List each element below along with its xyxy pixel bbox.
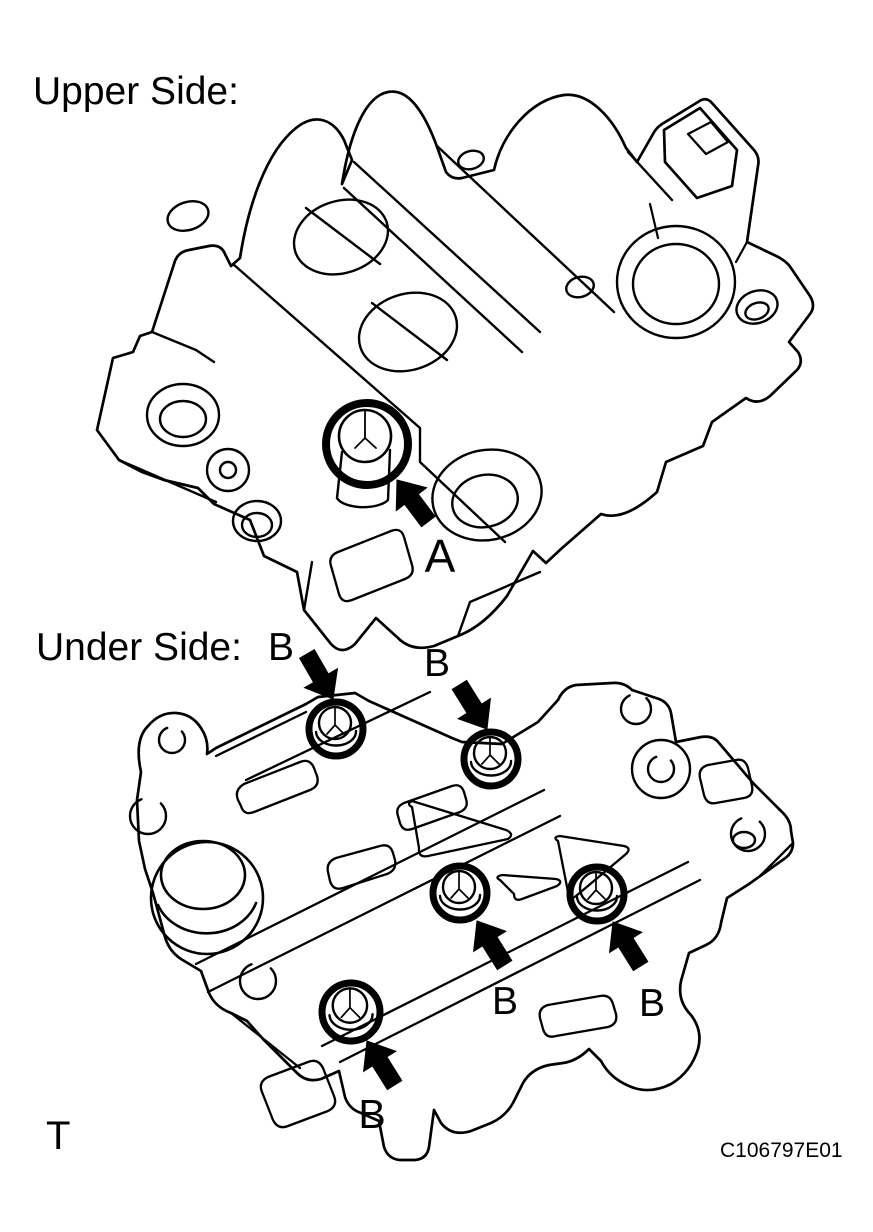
under-hole-lowerleft	[238, 961, 278, 1001]
under-slot-3	[698, 758, 754, 805]
callout-arrow	[451, 679, 492, 730]
accumulator-bore	[159, 839, 247, 911]
callout-ring	[305, 698, 367, 760]
flange-lower-hole	[231, 499, 283, 543]
callout-arrow	[362, 1040, 403, 1091]
flange-ring-hole-inner	[158, 399, 208, 439]
callout-b: B	[424, 642, 522, 790]
right-tab-hole-inner	[744, 301, 770, 321]
bolt-washer	[575, 894, 619, 912]
upper-body-outline	[95, 90, 815, 652]
callout-label: B	[358, 1091, 385, 1137]
callout-label: B	[639, 982, 665, 1025]
under-boss-right-hole	[646, 754, 676, 784]
upper-tab-hole	[166, 199, 210, 233]
figure-code: C106797E01	[720, 1139, 843, 1162]
right-tab-hole	[735, 289, 779, 325]
callout-ring	[460, 728, 522, 790]
callout-ring	[318, 979, 384, 1045]
upper-body-rails	[117, 144, 674, 638]
under-hole-left	[128, 796, 168, 836]
valve-bore-2	[357, 291, 459, 373]
valve-bore-2-chord	[370, 301, 449, 362]
under-slot-1	[235, 759, 319, 815]
bolt-head-facets	[326, 706, 345, 735]
bolt-washer	[314, 729, 358, 747]
flange-ring-hole	[145, 382, 221, 448]
callout-b: B	[268, 626, 367, 760]
callout-ring	[566, 863, 628, 925]
bolt-head-facets	[587, 871, 606, 900]
connector-outline	[662, 106, 739, 200]
right-boss-ring-inner	[631, 242, 721, 326]
callout-label: A	[425, 530, 456, 582]
bolt-head-facets	[354, 409, 377, 449]
under-hole-right	[729, 815, 767, 853]
bolt-washer	[469, 759, 513, 777]
callout-label: B	[492, 980, 518, 1023]
upper-bottom-pocket	[329, 528, 414, 603]
lower-bore-outer	[431, 448, 543, 542]
under-triangle-1	[407, 799, 513, 858]
upper-side-title: Upper Side:	[33, 70, 239, 113]
callout-a: A	[322, 399, 456, 582]
callout-label: B	[268, 626, 294, 669]
bolt-head-facets	[340, 987, 361, 1019]
flange-small-hole-dot	[218, 460, 238, 480]
bolt-washer	[328, 1012, 374, 1031]
valve-bore-1-chord	[304, 206, 382, 266]
callout-arrow	[298, 649, 339, 700]
corner-mark: T	[46, 1114, 71, 1158]
valve-bore-1	[292, 198, 390, 276]
callout-b: B	[318, 979, 403, 1137]
under-side-callouts: B B B B B	[268, 626, 665, 1137]
under-boss-right	[630, 738, 692, 800]
flange-small-hole	[205, 447, 251, 493]
callout-b: B	[429, 862, 518, 1023]
callout-b: B	[566, 863, 665, 1025]
under-hole-right-inner	[731, 830, 757, 850]
under-side-title: Under Side:	[36, 626, 242, 669]
under-slot-5	[538, 994, 618, 1038]
under-triangle-3	[496, 873, 562, 901]
under-slot-4	[326, 844, 397, 890]
bolt-head-facets	[450, 870, 469, 899]
upper-side-callouts: A	[322, 399, 456, 582]
callout-label: B	[424, 642, 450, 685]
callout-arrow	[472, 920, 513, 971]
under-plate-outline	[135, 681, 795, 1162]
connector-slot	[648, 120, 749, 264]
callout-arrow	[395, 479, 436, 528]
right-boss-ring-outer	[615, 224, 737, 340]
callout-ring	[322, 399, 412, 489]
under-slot-2	[396, 784, 468, 831]
bolt-head-facets	[481, 736, 500, 765]
accumulator-cylinder	[149, 840, 265, 956]
lower-bore-inner	[451, 473, 519, 529]
bolt-washer	[438, 893, 482, 911]
under-square-pocket	[259, 1059, 337, 1129]
under-hole-tab-topleft	[157, 725, 187, 755]
callout-arrow	[608, 921, 649, 972]
flange-lower-hole-inner	[240, 511, 274, 539]
small-hole-mid	[565, 275, 595, 299]
small-hole-top	[457, 149, 485, 171]
upper-side-drawing	[95, 90, 815, 652]
accumulator-bore-arc	[156, 901, 258, 935]
callout-ring	[429, 862, 491, 924]
under-hole-topright	[619, 692, 653, 726]
